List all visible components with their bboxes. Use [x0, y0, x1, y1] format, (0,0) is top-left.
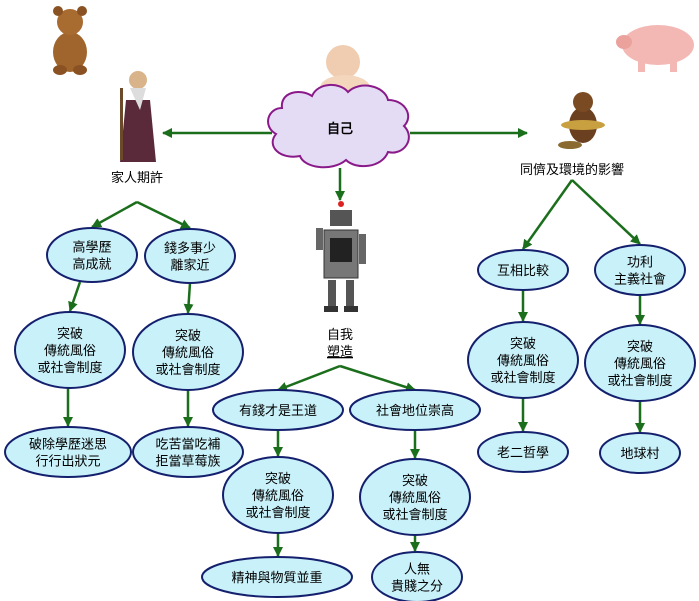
node-label: 突破 — [627, 339, 653, 355]
branch-peers-label: 同儕及環境的影響 — [520, 162, 624, 178]
arrow — [183, 282, 194, 314]
concept-node-s1c[interactable]: 精神與物質並重 — [201, 556, 353, 598]
node-ellipse — [132, 313, 244, 391]
teddy-bear-icon — [53, 6, 87, 75]
node-label: 精神與物質並重 — [231, 570, 322, 586]
node-ellipse — [477, 431, 569, 473]
node-label: 或社會制度 — [155, 362, 220, 378]
node-ellipse — [477, 249, 569, 291]
center-label: 自己 — [327, 121, 353, 137]
node-ellipse — [132, 426, 244, 478]
pig-icon — [616, 25, 694, 72]
node-label: 主義社會 — [614, 272, 666, 288]
concept-node-s2[interactable]: 社會地位崇高 — [349, 389, 481, 431]
node-ellipse — [46, 227, 138, 283]
node-label: 或社會制度 — [245, 505, 310, 521]
branch-family-label: 家人期許 — [111, 170, 163, 186]
node-label: 社會地位崇高 — [376, 403, 454, 419]
node-label: 突破 — [265, 471, 291, 487]
node-label: 或社會制度 — [37, 360, 102, 376]
center-node-cloud[interactable]: 自己 — [267, 84, 410, 169]
node-label: 吃苦當吃補 — [155, 437, 220, 453]
node-label: 地球村 — [620, 447, 659, 462]
node-ellipse — [584, 324, 696, 402]
node-label: 突破 — [510, 336, 536, 352]
concept-node-s1[interactable]: 有錢才是王道 — [212, 389, 344, 431]
arrow — [91, 200, 138, 229]
node-label: 或社會制度 — [607, 373, 672, 389]
node-ellipse — [14, 311, 126, 389]
node-label: 傳統風俗 — [389, 491, 441, 506]
node-label: 傳統風俗 — [497, 354, 549, 369]
node-label: 傳統風俗 — [614, 357, 666, 372]
node-ellipse — [144, 228, 236, 284]
node-label: 拒當草莓族 — [155, 454, 220, 470]
node-label: 突破 — [175, 328, 201, 344]
monkey-icon — [558, 92, 605, 149]
arrow — [521, 179, 574, 250]
node-ellipse — [201, 556, 353, 598]
node-label: 行行出狀元 — [35, 455, 100, 470]
arrow — [136, 200, 191, 230]
node-label: 貴賤之分 — [391, 580, 443, 595]
node-label: 或社會制度 — [382, 507, 447, 523]
arrow — [68, 281, 82, 312]
robot-icon — [316, 201, 366, 312]
node-label: 或社會制度 — [490, 370, 555, 386]
concept-node-p1[interactable]: 互相比較 — [477, 249, 569, 291]
node-ellipse — [349, 389, 481, 431]
node-label: 互相比較 — [497, 264, 549, 279]
node-ellipse — [212, 389, 344, 431]
concept-nodes: 高學歷高成就錢多事少離家近突破傳統風俗或社會制度突破傳統風俗或社會制度破除學歷迷… — [4, 227, 696, 601]
node-label: 人無 — [404, 563, 430, 578]
branch-self-label-2: 塑造 — [327, 345, 353, 360]
branch-self-label-1: 自我 — [327, 328, 353, 343]
node-label: 高成就 — [72, 257, 111, 273]
node-label: 突破 — [402, 473, 428, 489]
node-label: 突破 — [57, 326, 83, 342]
node-ellipse — [222, 456, 334, 534]
node-label: 功利 — [627, 256, 653, 271]
concept-node-p2c[interactable]: 地球村 — [599, 432, 681, 474]
node-label: 破除學歷迷思 — [29, 438, 107, 453]
arrow — [339, 364, 416, 393]
node-ellipse — [359, 458, 471, 536]
node-label: 傳統風俗 — [162, 346, 214, 361]
arrow — [277, 364, 341, 392]
node-label: 離家近 — [170, 258, 209, 274]
arrows — [63, 128, 645, 557]
node-label: 老二哲學 — [497, 446, 549, 461]
node-label: 傳統風俗 — [252, 489, 304, 504]
node-ellipse — [4, 426, 132, 478]
node-label: 高學歷 — [72, 240, 111, 256]
node-ellipse — [467, 321, 579, 399]
wizard-icon — [120, 71, 156, 162]
concept-node-p1c[interactable]: 老二哲學 — [477, 431, 569, 473]
node-ellipse — [371, 551, 463, 601]
node-label: 有錢才是王道 — [239, 403, 317, 419]
node-label: 傳統風俗 — [44, 344, 96, 359]
node-label: 錢多事少 — [164, 241, 216, 257]
node-ellipse — [599, 432, 681, 474]
arrow — [571, 179, 641, 245]
node-ellipse — [594, 244, 686, 296]
